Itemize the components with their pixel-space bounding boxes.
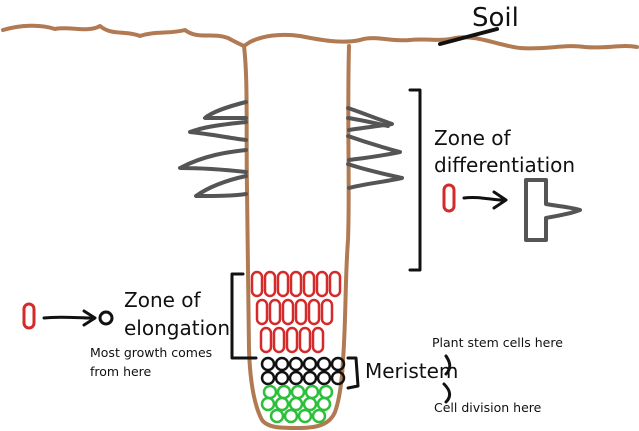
meristem-note-bottom-connector bbox=[442, 382, 452, 404]
root-cap-cell bbox=[290, 384, 306, 400]
root-hairs-right bbox=[346, 106, 404, 190]
meristem-cell bbox=[274, 370, 290, 386]
elongating-cell-icon bbox=[22, 302, 36, 330]
differentiation-arrow bbox=[462, 190, 508, 210]
differentiation-label-line1: Zone of bbox=[434, 126, 512, 150]
elongation-label-line1: Zone of bbox=[124, 288, 202, 312]
meristem-cell bbox=[330, 356, 346, 372]
root-cap-cell bbox=[311, 408, 327, 424]
meristem-cell bbox=[260, 356, 276, 372]
small-cell-icon bbox=[98, 310, 114, 326]
meristem-note-bottom: Cell division here bbox=[434, 400, 542, 415]
root-hair-cell-icon bbox=[524, 178, 582, 242]
meristem-cell bbox=[302, 356, 318, 372]
root-outline bbox=[242, 44, 351, 430]
elongating-cell bbox=[294, 298, 308, 326]
elongating-cell bbox=[311, 326, 325, 354]
elongation-arrow bbox=[42, 309, 97, 327]
root-cap-cell bbox=[288, 396, 304, 412]
elongation-bracket bbox=[230, 272, 258, 360]
soil-pointer-line bbox=[438, 27, 499, 46]
meristem-label: Meristem bbox=[365, 359, 458, 383]
elongation-note-line1: Most growth comes bbox=[90, 345, 212, 360]
root-cap-cell bbox=[302, 396, 318, 412]
root-cap-cell bbox=[262, 384, 278, 400]
meristem-cell bbox=[260, 370, 276, 386]
root-cap-cells bbox=[260, 384, 334, 424]
elongating-cell bbox=[328, 270, 342, 298]
meristem-cell bbox=[316, 370, 332, 386]
meristem-note-top-connector bbox=[444, 354, 452, 376]
elongation-cells bbox=[250, 270, 342, 354]
meristem-note-top: Plant stem cells here bbox=[432, 335, 563, 350]
elongation-label-line2: elongation bbox=[124, 316, 230, 340]
root-cap-cell bbox=[276, 384, 292, 400]
elongating-cell bbox=[255, 298, 269, 326]
elongating-cell bbox=[250, 270, 264, 298]
elongating-cell bbox=[263, 270, 277, 298]
differentiation-label-line2: differentiation bbox=[434, 153, 575, 177]
elongating-cell bbox=[268, 298, 282, 326]
root-cap-cell bbox=[269, 408, 285, 424]
meristem-cell bbox=[288, 356, 304, 372]
elongating-cell bbox=[302, 270, 316, 298]
root-cap-cell bbox=[316, 396, 332, 412]
root-hairs-left bbox=[178, 100, 248, 198]
elongating-cell bbox=[281, 298, 295, 326]
elongating-cell bbox=[272, 326, 286, 354]
soil-surface-line bbox=[1, 23, 639, 51]
elongating-cell bbox=[307, 298, 321, 326]
meristem-cell bbox=[330, 370, 346, 386]
root-cap-cell bbox=[297, 408, 313, 424]
elongating-cell bbox=[298, 326, 312, 354]
differentiation-bracket bbox=[408, 88, 422, 272]
root-cap-cell bbox=[304, 384, 320, 400]
elongating-cell bbox=[289, 270, 303, 298]
elongated-cell-icon bbox=[442, 183, 456, 213]
elongating-cell bbox=[259, 326, 273, 354]
elongating-cell bbox=[276, 270, 290, 298]
root-cap-cell bbox=[318, 384, 334, 400]
meristem-cell bbox=[274, 356, 290, 372]
meristem-cell bbox=[316, 356, 332, 372]
root-cap-cell bbox=[260, 396, 276, 412]
elongating-cell bbox=[285, 326, 299, 354]
meristem-bracket bbox=[346, 356, 360, 390]
elongation-note-line2: from here bbox=[90, 364, 152, 379]
elongating-cell bbox=[315, 270, 329, 298]
root-cap-cell bbox=[283, 408, 299, 424]
meristem-cell bbox=[288, 370, 304, 386]
elongating-cell bbox=[320, 298, 334, 326]
root-cap-cell bbox=[274, 396, 290, 412]
meristem-cell bbox=[302, 370, 318, 386]
meristem-cells bbox=[260, 356, 346, 386]
